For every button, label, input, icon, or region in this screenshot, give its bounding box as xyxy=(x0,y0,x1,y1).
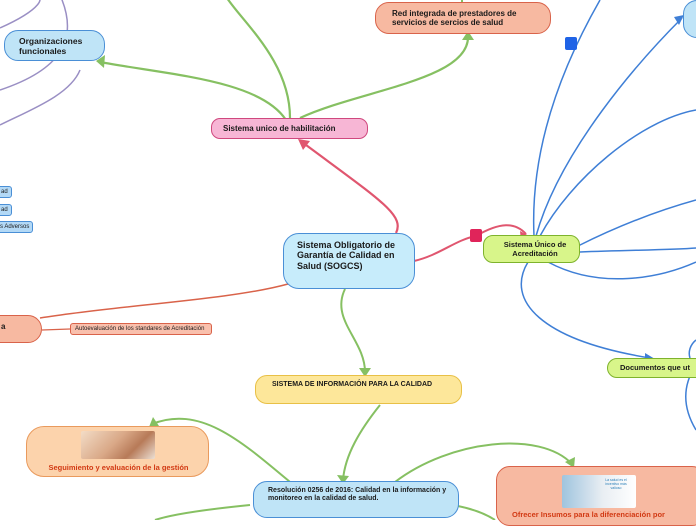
link-purple-1 xyxy=(0,0,41,29)
node-habilitacion[interactable]: Sistema unico de habilitación xyxy=(211,118,368,139)
red-integrada-label: Red integrada de prestadores de servicio… xyxy=(392,9,517,28)
sistema-informacion-label: SISTEMA DE INFORMACIÓN PARA LA CALIDAD xyxy=(272,381,433,388)
resolucion-label: Resolución 0256 de 2016: Calidad en la i… xyxy=(268,487,447,503)
organizaciones-label: Organizaciones funcionales xyxy=(19,36,83,56)
ofrecer-label: Ofrecer Insumos para la diferenciación p… xyxy=(512,510,665,519)
arrow-hab xyxy=(298,139,310,150)
node-acreditacion[interactable]: Sistema Único de Acreditación xyxy=(483,235,580,263)
link-hab-red xyxy=(299,35,470,119)
link-info-res xyxy=(342,404,381,481)
arrow-red xyxy=(462,31,474,40)
node-small-3[interactable]: s Adversos xyxy=(0,221,33,233)
seguimiento-image xyxy=(81,431,155,459)
link-left-auto xyxy=(41,328,71,331)
acreditacion-label: Sistema Único de Acreditación xyxy=(503,240,567,258)
link-acr-7 xyxy=(520,261,651,359)
ofrecer-image-caption: La salud es el incentivo más valioso xyxy=(605,478,627,491)
link-acr-4 xyxy=(577,199,696,247)
link-hab-top xyxy=(227,0,292,119)
marker-blue xyxy=(565,37,577,50)
node-resolucion[interactable]: Resolución 0256 de 2016: Calidad en la i… xyxy=(253,481,459,518)
habilitacion-label: Sistema unico de habilitación xyxy=(223,124,336,133)
node-sistema-informacion[interactable]: SISTEMA DE INFORMACIÓN PARA LA CALIDAD xyxy=(255,375,462,404)
link-doc-up xyxy=(688,339,696,359)
node-small-1[interactable]: ad xyxy=(0,186,12,198)
ofrecer-image: La salud es el incentivo más valioso xyxy=(562,475,636,508)
link-purple-3 xyxy=(0,69,81,126)
node-organizaciones[interactable]: Organizaciones funcionales xyxy=(4,30,105,61)
link-acr-2 xyxy=(535,17,683,237)
link-res-seg xyxy=(151,417,291,483)
seguimiento-label: Seguimiento y evaluación de la gestión xyxy=(48,463,189,472)
marker-pink xyxy=(470,229,482,242)
central-label: Sistema Obligatorio de Garantía de Calid… xyxy=(297,240,396,271)
link-acr-6 xyxy=(547,261,696,280)
link-acr-1 xyxy=(532,0,601,237)
link-acr-3 xyxy=(539,109,696,237)
small-3-label: s Adversos xyxy=(0,224,30,230)
node-central[interactable]: Sistema Obligatorio de Garantía de Calid… xyxy=(283,233,415,289)
small-1-label: ad xyxy=(1,189,8,195)
node-left-salmon[interactable]: a xyxy=(0,315,42,343)
link-central-info xyxy=(340,288,366,373)
node-right-top[interactable] xyxy=(683,0,696,38)
arrow-acr-2 xyxy=(674,15,684,25)
arrow-res xyxy=(337,475,349,484)
node-autoevaluacion[interactable]: Autoevaluación de los standares de Acred… xyxy=(70,323,212,335)
autoevaluacion-label: Autoevaluación de los standares de Acred… xyxy=(75,326,205,332)
small-2-label: ad xyxy=(1,207,8,213)
node-red-integrada[interactable]: Red integrada de prestadores de servicio… xyxy=(375,2,551,34)
arrow-ofr xyxy=(565,457,575,468)
arrow-org xyxy=(96,55,105,68)
arrow-seg xyxy=(149,417,159,427)
left-salmon-label: a xyxy=(1,322,6,331)
documentos-label: Documentos que ut xyxy=(620,363,691,372)
arrow-info xyxy=(359,368,371,377)
link-doc-down xyxy=(685,375,696,431)
link-acr-5 xyxy=(579,247,696,253)
link-central-left xyxy=(39,283,289,319)
node-ofrecer[interactable]: La salud es el incentivo más valioso Ofr… xyxy=(496,466,696,526)
node-seguimiento[interactable]: Seguimiento y evaluación de la gestión xyxy=(26,426,209,477)
link-central-hab xyxy=(301,141,399,234)
link-res-ofr xyxy=(394,442,573,483)
node-small-2[interactable]: ad xyxy=(0,204,12,216)
link-res-bottom-left xyxy=(154,504,251,520)
node-documentos[interactable]: Documentos que ut xyxy=(607,358,696,378)
link-hab-org xyxy=(99,60,287,121)
